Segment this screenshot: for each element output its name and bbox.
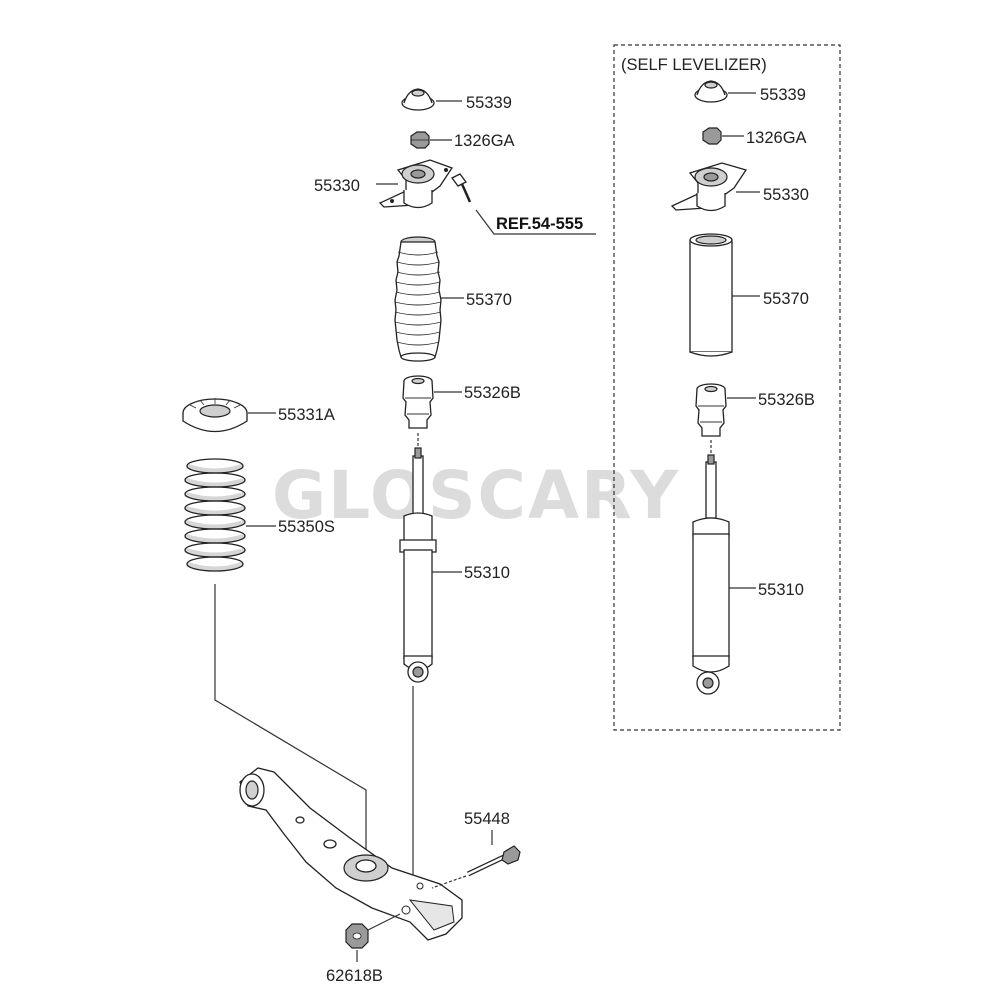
mount-nut bbox=[410, 131, 430, 149]
label-nut: 1326GA bbox=[454, 132, 515, 150]
watermark: GLOSCARY bbox=[272, 457, 680, 534]
label-spring: 55350S bbox=[278, 518, 335, 536]
label-spring-pad: 55331A bbox=[278, 406, 335, 424]
lower-control-arm bbox=[239, 767, 463, 941]
sl-label-shock: 55310 bbox=[758, 581, 804, 599]
sl-shock-absorber bbox=[692, 440, 730, 695]
sl-label-insulator: 55339 bbox=[760, 86, 806, 104]
sl-label-bump-stop: 55326B bbox=[758, 391, 815, 409]
arm-bolt bbox=[466, 845, 521, 877]
label-lower-nut: 62618B bbox=[326, 967, 383, 985]
strut-mount bbox=[378, 159, 453, 209]
label-dust-cover: 55370 bbox=[466, 291, 512, 309]
sl-label-nut: 1326GA bbox=[746, 129, 807, 147]
sl-label-dust-cover: 55370 bbox=[763, 290, 809, 308]
shock-absorber bbox=[399, 433, 437, 683]
label-bolt: 55448 bbox=[464, 810, 510, 828]
lower-nut bbox=[345, 923, 369, 949]
insulator-cap bbox=[401, 88, 435, 111]
sl-strut-mount bbox=[670, 162, 748, 212]
self-levelizer-title: (SELF LEVELIZER) bbox=[621, 56, 767, 74]
label-insulator: 55339 bbox=[466, 94, 512, 112]
self-levelizer-panel bbox=[613, 44, 841, 731]
sl-insulator-cap bbox=[694, 80, 728, 103]
sl-bump-stop bbox=[695, 383, 727, 437]
sl-mount-nut bbox=[702, 127, 722, 145]
label-mount: 55330 bbox=[314, 177, 360, 195]
dust-cover-bellows bbox=[394, 236, 442, 362]
sl-dust-cover bbox=[689, 233, 733, 357]
label-shock: 55310 bbox=[464, 564, 510, 582]
reference-label[interactable]: REF.54-555 bbox=[496, 215, 583, 233]
label-bump-stop: 55326B bbox=[464, 384, 521, 402]
bump-stop bbox=[402, 375, 434, 429]
spring-pad bbox=[182, 398, 248, 433]
mount-bolt bbox=[451, 173, 472, 203]
sl-label-mount: 55330 bbox=[763, 186, 809, 204]
coil-spring bbox=[184, 458, 246, 572]
